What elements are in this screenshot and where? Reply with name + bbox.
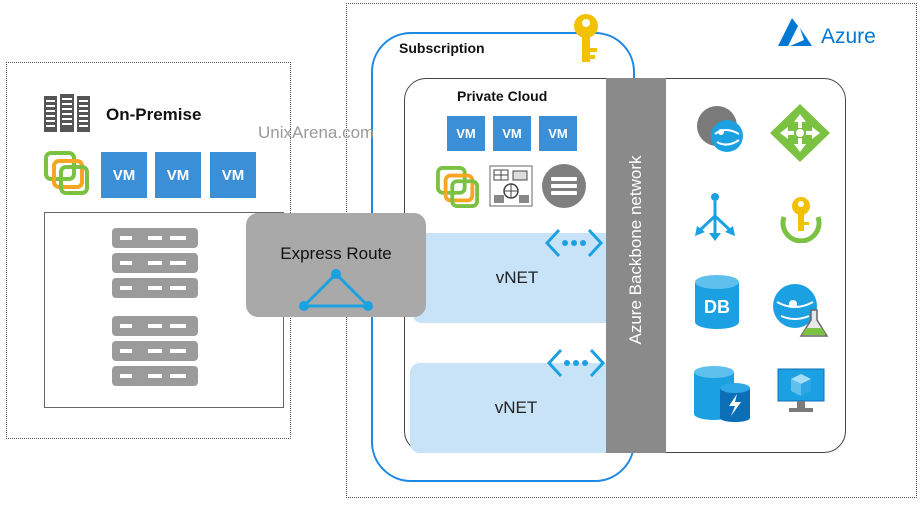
private-cloud-vm-2: VM [493,116,531,151]
vmware-icon [44,151,89,195]
private-cloud-title: Private Cloud [457,88,548,104]
web-app-icon [697,106,743,152]
vnet-1: vNET [412,233,622,323]
azure-backbone-bar [606,78,666,453]
svg-text:DB: DB [704,297,730,317]
azure-backbone-label: Azure Backbone network [626,155,645,345]
datacenter-icon [44,94,90,132]
database-icon: DB [695,275,739,329]
vnet-peering-icon-2 [547,348,605,378]
express-route-label: Express Route [280,244,392,263]
private-cloud-vm-3: VM [539,116,577,151]
on-prem-vm-2: VM [155,152,201,198]
load-balancer-icon [695,193,735,241]
server-stack-icon [112,228,198,386]
subscription-label: Subscription [399,40,489,56]
private-cloud-vmware-icon [436,166,479,208]
express-route-icon [299,269,373,311]
key-icon [574,14,598,62]
vnet-2: vNET [410,363,622,453]
vnet-peering-icon-1 [545,228,603,258]
on-prem-vm-3: VM [210,152,256,198]
on-premise-title: On-Premise [106,105,202,124]
private-cloud-vm-1: VM [447,116,485,151]
express-route-box [246,213,426,317]
azure-brand-label: Azure [821,25,876,48]
on-prem-vm-1: VM [101,152,147,198]
key-vault-icon [780,197,822,243]
virtual-machine-icon [777,368,825,412]
traffic-manager-icon [770,104,830,162]
watermark-text: UnixArena.com [258,123,375,142]
web-test-icon [773,284,829,337]
sql-stretch-db-icon [694,366,750,422]
nsx-network-icon [489,165,533,207]
azure-logo-icon [778,18,812,46]
storage-icon [542,164,586,208]
